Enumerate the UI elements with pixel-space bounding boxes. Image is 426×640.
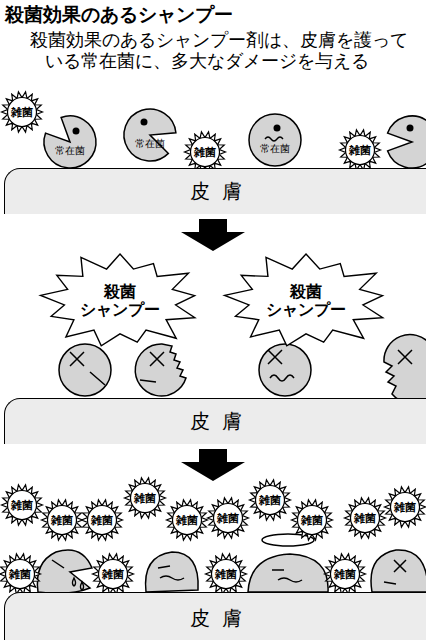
skin-band: 皮膚: [4, 398, 426, 444]
node-label: 常在菌: [122, 107, 178, 163]
node-label: 雑菌: [205, 553, 247, 595]
shampoo-burst: 殺菌 シャンプー: [224, 254, 388, 348]
subtitle-note: 殺菌効果のあるシャンプー剤は、皮膚を護っている常在菌に、多大なダメージを与える: [30, 30, 415, 72]
crushed-bacterium: [37, 550, 92, 593]
damaged-bacterium: [259, 344, 311, 396]
node-label: 殺菌 シャンプー: [40, 254, 200, 348]
bacterium-eye: [407, 125, 414, 132]
germ-bacterium: 雑菌: [92, 553, 134, 595]
node-label: 雑菌: [0, 553, 41, 595]
germ-bacterium: 雑菌: [324, 553, 366, 595]
commensal-bacterium: [388, 116, 426, 168]
damaged-bacterium: [384, 335, 426, 404]
node-outline: [42, 114, 98, 170]
shampoo-burst: 殺菌 シャンプー: [40, 254, 200, 348]
germ-bacterium: 雑菌: [81, 499, 123, 541]
node-label: 雑菌: [344, 497, 386, 539]
flow-arrow: [181, 219, 245, 251]
commensal-bacterium: 常在菌: [247, 112, 303, 168]
commensal-bacterium: 常在菌: [42, 114, 98, 170]
node-outline: [247, 112, 303, 168]
node-label: 雑菌: [1, 91, 43, 133]
germ-bacterium: 雑菌: [0, 553, 41, 595]
damaged-bacterium: [59, 344, 111, 396]
node-label: 常在菌: [247, 112, 303, 168]
node-outline: [122, 107, 178, 163]
node-label: 雑菌: [184, 131, 226, 173]
crushed-bacterium: [248, 534, 328, 592]
germ-bacterium: 雑菌: [205, 553, 247, 595]
skin-label: 皮膚: [5, 593, 426, 640]
germ-bacterium: 雑菌: [124, 477, 166, 519]
skin-band: 皮膚: [4, 168, 426, 214]
commensal-bacterium: 常在菌: [122, 107, 178, 163]
skin-label: 皮膚: [5, 399, 426, 444]
skin-label: 皮膚: [5, 169, 426, 214]
germ-bacterium: 雑菌: [41, 499, 83, 541]
germ-bacterium: 雑菌: [339, 129, 381, 171]
germ-bacterium: 雑菌: [291, 499, 333, 541]
node-label: 雑菌: [249, 479, 291, 521]
skin-band: 皮膚: [4, 592, 426, 640]
germ-bacterium: 雑菌: [1, 484, 43, 526]
germ-bacterium: 雑菌: [344, 497, 386, 539]
crushed-bacterium: [371, 550, 426, 592]
germ-bacterium: 雑菌: [1, 91, 43, 133]
node-label: 雑菌: [324, 553, 366, 595]
germ-bacterium: 雑菌: [184, 131, 226, 173]
node-label: 雑菌: [81, 499, 123, 541]
node-label: 常在菌: [42, 114, 98, 170]
node-label: 雑菌: [166, 499, 208, 541]
germ-bacterium: 雑菌: [166, 499, 208, 541]
node-label: 雑菌: [207, 497, 249, 539]
diagram-title: 殺菌効果のあるシャンプー: [5, 2, 233, 28]
node-label: 雑菌: [41, 499, 83, 541]
node-label: 雑菌: [291, 499, 333, 541]
node-label: 雑菌: [1, 484, 43, 526]
flow-arrow: [181, 449, 245, 481]
germ-bacterium: 雑菌: [207, 497, 249, 539]
node-label: 殺菌 シャンプー: [224, 254, 388, 348]
node-label: 雑菌: [92, 553, 134, 595]
node-label: 雑菌: [384, 486, 426, 528]
germ-bacterium: 雑菌: [384, 486, 426, 528]
node-label: 雑菌: [339, 129, 381, 171]
node-label: 雑菌: [124, 477, 166, 519]
crushed-bacterium: [146, 552, 199, 592]
germ-bacterium: 雑菌: [249, 479, 291, 521]
damaged-bacterium: [135, 344, 186, 396]
